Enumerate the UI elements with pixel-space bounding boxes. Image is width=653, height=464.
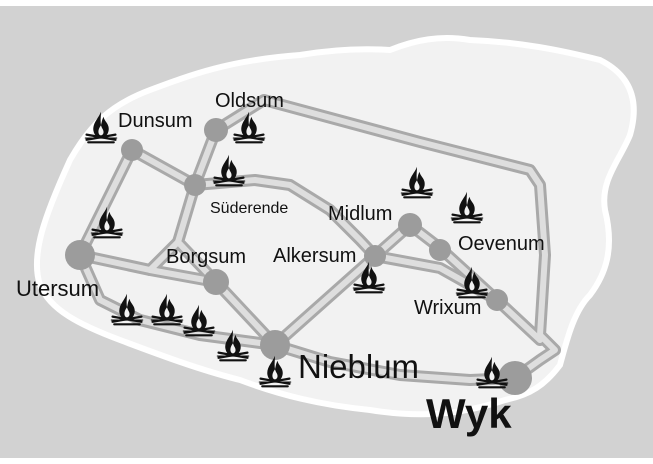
node-wyk[interactable] — [498, 361, 532, 395]
node-utersum[interactable] — [65, 240, 95, 270]
node-nieblum[interactable] — [260, 330, 290, 360]
label-suederende: Süderende — [210, 200, 288, 217]
label-dunsum: Dunsum — [118, 110, 192, 132]
place-labels: Oldsum Dunsum Süderende Midlum Oevenum A… — [16, 90, 545, 437]
label-borgsum: Borgsum — [166, 246, 246, 268]
node-borgsum[interactable] — [203, 269, 229, 295]
node-wrixum[interactable] — [486, 289, 508, 311]
label-wyk: Wyk — [426, 390, 512, 437]
node-dunsum[interactable] — [121, 139, 143, 161]
node-suederende[interactable] — [184, 174, 206, 196]
map-frame — [0, 0, 653, 6]
island-shape — [33, 35, 637, 418]
label-midlum: Midlum — [328, 203, 392, 225]
node-midlum[interactable] — [398, 213, 422, 237]
map-frame-bottom — [0, 458, 653, 464]
label-wrixum: Wrixum — [414, 297, 481, 319]
town-nodes — [65, 118, 532, 395]
node-oldsum[interactable] — [204, 118, 228, 142]
label-oldsum: Oldsum — [215, 90, 284, 112]
node-alkersum[interactable] — [364, 245, 386, 267]
label-alkersum: Alkersum — [273, 245, 356, 267]
label-oevenum: Oevenum — [458, 233, 545, 255]
node-oevenum[interactable] — [429, 239, 451, 261]
label-utersum: Utersum — [16, 276, 99, 301]
label-nieblum: Nieblum — [298, 348, 419, 385]
